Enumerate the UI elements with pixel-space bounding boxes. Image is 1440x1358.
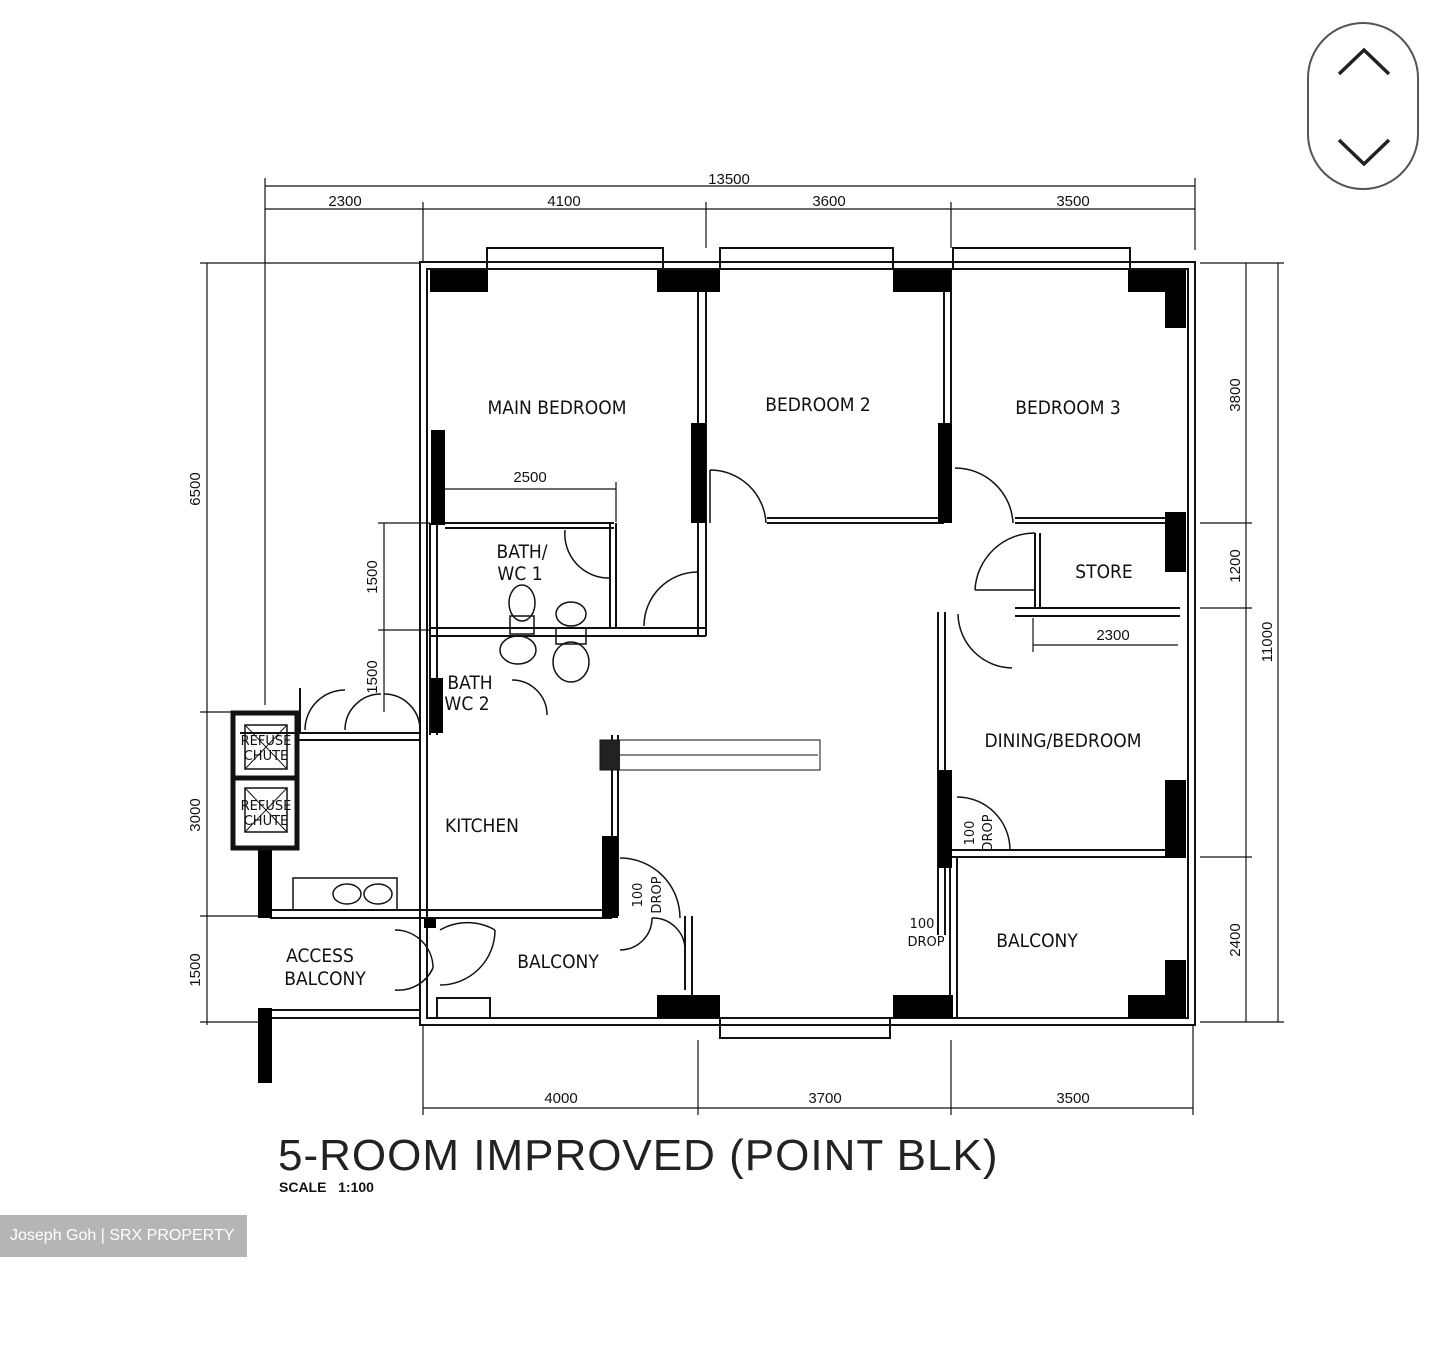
- balcony-right-label: BALCONY: [996, 930, 1078, 952]
- plan-title: 5-ROOM IMPROVED (POINT BLK): [278, 1131, 999, 1180]
- drop-left-number: 100: [631, 883, 646, 908]
- dimension-lines: [200, 178, 1284, 1115]
- fixtures: [292, 584, 821, 911]
- kitchen-label: KITCHEN: [445, 815, 519, 837]
- drop-left-word: DROP: [650, 876, 665, 913]
- dim-top-3: 3600: [812, 193, 845, 210]
- dim-top-2: 4100: [547, 193, 580, 210]
- image-navigation: [1307, 22, 1419, 190]
- bath-wc1-label-line2: WC 1: [497, 563, 542, 585]
- dim-right-1200: 1200: [1227, 549, 1244, 582]
- drop-dining-word: DROP: [981, 814, 996, 851]
- dim-top-total: 13500: [708, 171, 750, 188]
- bedroom-3-label: BEDROOM 3: [1015, 397, 1121, 419]
- bath-wc1-label-line1: BATH/: [497, 541, 548, 563]
- refuse-chutes: [230, 710, 300, 851]
- dim-bottom-3: 3500: [1056, 1090, 1089, 1107]
- refuse-chute-2-label-line1: REFUSE: [241, 799, 292, 814]
- chevron-down-icon: [1337, 138, 1391, 167]
- chevron-up-icon: [1337, 47, 1391, 76]
- watermark-label: Joseph Goh | SRX PROPERTY: [0, 1215, 247, 1257]
- dim-left-1500-c: 1500: [187, 953, 204, 986]
- plan-scale: SCALE 1:100: [279, 1179, 374, 1195]
- walls: [240, 247, 1196, 1039]
- dim-top-4: 3500: [1056, 193, 1089, 210]
- drop-dining-number: 100: [963, 821, 978, 846]
- store-label: STORE: [1075, 561, 1132, 583]
- dim-left-1500-a: 1500: [364, 560, 381, 593]
- dim-right-3800: 3800: [1227, 378, 1244, 411]
- dim-left-1500-b: 1500: [364, 660, 381, 693]
- dim-left-6500: 6500: [187, 472, 204, 505]
- bedroom-2-label: BEDROOM 2: [765, 394, 871, 416]
- next-image-button[interactable]: [1329, 120, 1399, 180]
- access-balcony-label-line1: ACCESS: [286, 945, 354, 967]
- dim-inner-2500: 2500: [513, 469, 546, 486]
- structural-columns: [258, 270, 1186, 1083]
- dim-bottom-2: 3700: [808, 1090, 841, 1107]
- bath-wc2-label-line1: BATH: [447, 672, 492, 694]
- room-labels: MAIN BEDROOM BEDROOM 2 BEDROOM 3 BATH/ W…: [241, 394, 1142, 990]
- refuse-chute-2-label-line2: CHUTE: [244, 814, 289, 829]
- refuse-chute-1-label-line2: CHUTE: [244, 749, 289, 764]
- drop-right-word: DROP: [907, 935, 944, 950]
- drop-right-number: 100: [910, 917, 935, 932]
- balcony-left-label: BALCONY: [517, 951, 599, 973]
- dimension-labels: 13500 2300 4100 3600 3500 4000 3700 3500…: [187, 171, 1276, 1107]
- door-swings: [304, 467, 1036, 991]
- dim-right-total: 11000: [1259, 622, 1276, 663]
- bath-wc2-label-line2: WC 2: [444, 693, 489, 715]
- dim-top-1: 2300: [328, 193, 361, 210]
- previous-image-button[interactable]: [1329, 36, 1399, 96]
- access-balcony-label-line2: BALCONY: [284, 968, 366, 990]
- dim-right-2400: 2400: [1227, 923, 1244, 956]
- main-bedroom-label: MAIN BEDROOM: [488, 397, 627, 419]
- dining-bedroom-label: DINING/BEDROOM: [984, 730, 1141, 752]
- refuse-chute-1-label-line1: REFUSE: [241, 734, 292, 749]
- dim-left-3000: 3000: [187, 798, 204, 831]
- dim-inner-2300: 2300: [1096, 627, 1129, 644]
- dim-bottom-1: 4000: [544, 1090, 577, 1107]
